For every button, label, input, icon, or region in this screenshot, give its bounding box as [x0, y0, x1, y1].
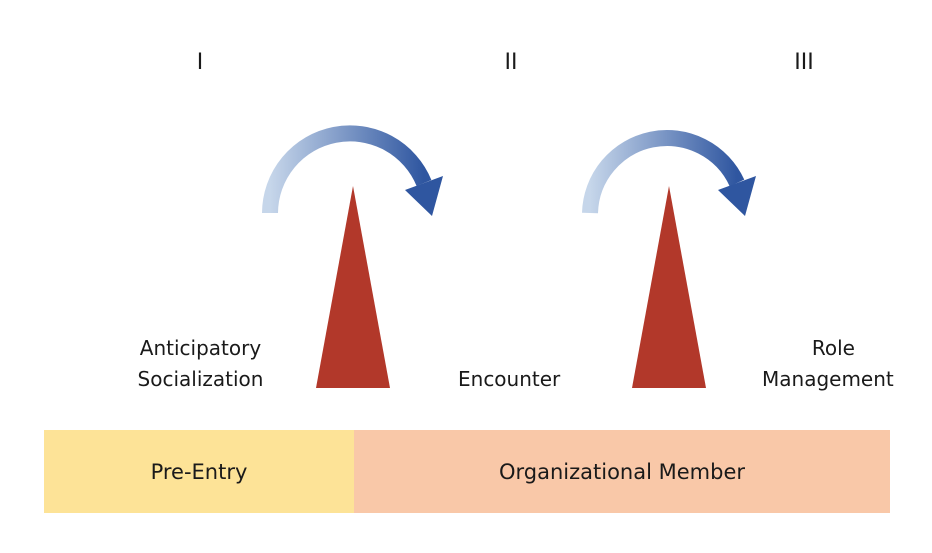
pre-entry-label: Pre-Entry — [150, 459, 248, 484]
stage-label-encounter: Encounter — [458, 367, 561, 391]
stage-divider-triangle-1 — [316, 186, 390, 388]
transition-arrow-1 — [262, 125, 443, 216]
stage-divider-triangle-2 — [632, 186, 706, 388]
stage-label-line: Anticipatory — [139, 336, 262, 360]
stage-numeral-2: II — [504, 50, 518, 75]
stage-label-line: Role — [811, 336, 855, 360]
pre-entry-band: Pre-Entry — [44, 430, 354, 513]
stage-label-line: Socialization — [137, 367, 264, 391]
stage-numeral-3: III — [794, 50, 814, 75]
stage-label-role-management: Role Management — [762, 333, 894, 395]
stage-label-line: Management — [762, 367, 894, 391]
transition-arrow-2 — [582, 130, 756, 216]
organizational-member-band: Organizational Member — [354, 430, 890, 513]
organizational-member-label: Organizational Member — [498, 459, 745, 484]
stage-numeral-1: I — [196, 50, 204, 75]
stage-label-anticipatory-socialization: Anticipatory Socialization — [133, 333, 268, 395]
